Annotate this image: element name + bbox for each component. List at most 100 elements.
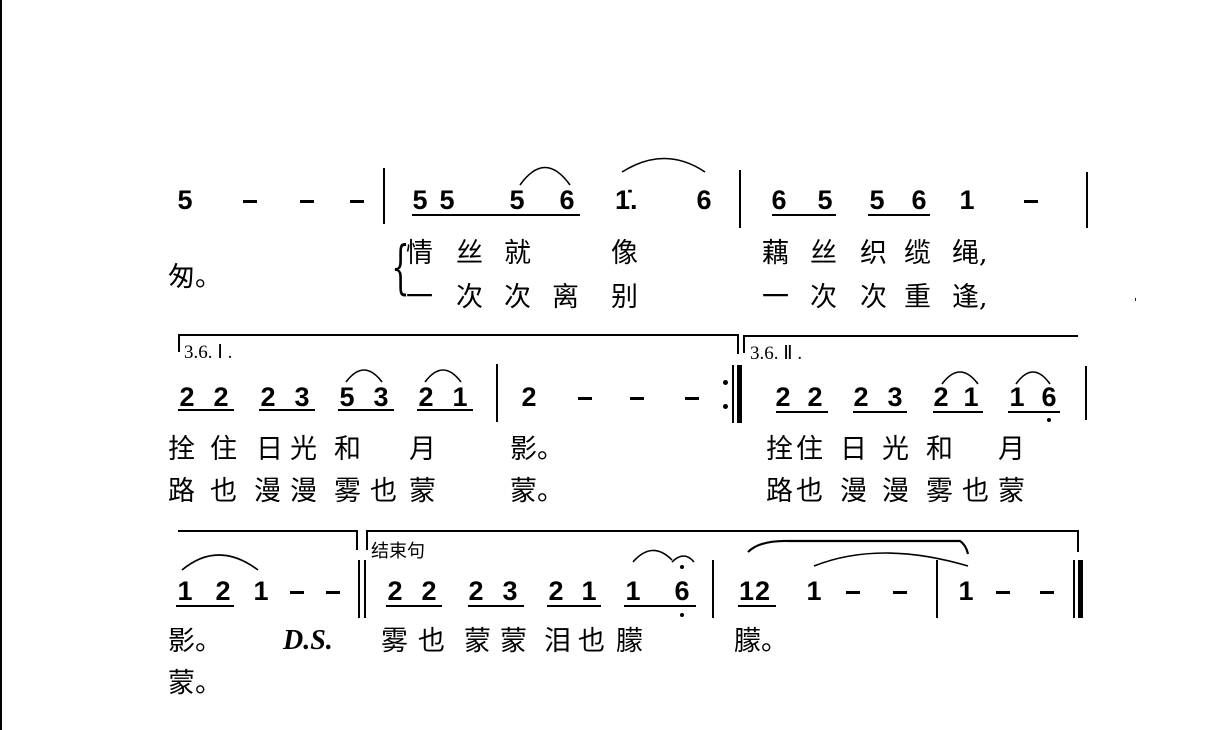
underline [338, 409, 394, 411]
final-barline [1078, 560, 1083, 618]
note: 1 [625, 576, 641, 606]
lyric: 蒙。 [510, 476, 564, 507]
note: 3 [294, 382, 310, 412]
note: 1 [1009, 382, 1025, 412]
note: 1 [581, 576, 597, 606]
repeat-dot [723, 404, 728, 409]
note: 1 [959, 185, 975, 215]
underline [853, 411, 907, 413]
underline [176, 605, 234, 607]
double-barline [358, 560, 360, 618]
lyric: 一 [762, 282, 789, 313]
barline [936, 560, 938, 618]
lyric: 影。 [168, 626, 222, 657]
lyric: 影。 [510, 434, 564, 465]
dash [300, 200, 314, 203]
note: 3 [887, 382, 903, 412]
lyric: 日 [840, 434, 867, 465]
lyric: 住 [796, 434, 823, 465]
slur [519, 166, 571, 186]
dash [1040, 591, 1054, 594]
note: 2 [775, 382, 791, 412]
note: 6 [559, 185, 575, 215]
slur [632, 549, 673, 563]
lyric: 日 [256, 434, 283, 465]
lyric: 雾 [381, 626, 408, 657]
lyric: 漫 [882, 476, 909, 507]
lyric: 一 [406, 282, 433, 313]
underline [624, 605, 696, 607]
lyric: 朦。 [734, 626, 788, 657]
underline [547, 605, 601, 607]
underline [468, 605, 524, 607]
repeat-barline [732, 365, 734, 423]
underline [386, 605, 442, 607]
barline [1086, 172, 1088, 228]
ending-bracket [366, 530, 1078, 532]
lyric: 蒙 [464, 626, 491, 657]
lyric: 也 [370, 476, 397, 507]
volta-bracket [743, 335, 1078, 337]
note: 2 [468, 576, 484, 606]
slur [621, 157, 706, 173]
underline [772, 214, 836, 216]
note: 3 [502, 576, 518, 606]
note: 2 [521, 382, 537, 412]
note: 6 [674, 576, 690, 606]
note: 1 [177, 576, 193, 606]
lyric: 次 [456, 282, 483, 313]
barline [712, 560, 714, 618]
lyric: 漫 [840, 476, 867, 507]
note: 1 [806, 576, 822, 606]
lyric: 也 [210, 476, 237, 507]
note: 1 [253, 576, 269, 606]
lyric: 漫 [254, 476, 281, 507]
note: 6 [696, 185, 712, 215]
volta-bracket [178, 334, 180, 352]
lyric: 缆 [904, 238, 931, 269]
slur [424, 369, 462, 383]
bracket-line [178, 530, 358, 532]
lyric: 和 [926, 434, 953, 465]
slur [671, 555, 695, 563]
lyric: 雾 [926, 476, 953, 507]
note: 2 [213, 382, 229, 412]
lyric: 匆。 [168, 262, 222, 293]
volta-bracket [743, 335, 745, 353]
lyric: 光 [290, 434, 317, 465]
lyric: 织 [860, 238, 887, 269]
note: 5 [177, 185, 193, 215]
lyric: 拴 [168, 434, 195, 465]
note: 12 [736, 576, 774, 606]
lyric: 月 [409, 434, 436, 465]
note: 5 [412, 185, 428, 215]
volta-1-label: 3.6. Ⅰ . [184, 342, 233, 363]
lyric: 丝 [456, 238, 483, 269]
note: 1 [452, 382, 468, 412]
slur [181, 554, 259, 571]
lyric: 蒙 [409, 476, 436, 507]
fermata-dot [680, 565, 684, 569]
lyric: 也 [418, 626, 445, 657]
note: 6 [911, 185, 927, 215]
verse-brace: { [391, 233, 410, 301]
note: 2 [421, 576, 437, 606]
lyric: 雾 [334, 476, 361, 507]
dash [243, 200, 257, 203]
ending-label: 结束句 [371, 541, 425, 562]
bracket-line [356, 530, 358, 550]
lyric: 拴 [766, 434, 793, 465]
repeat-dot [723, 380, 728, 385]
underline [1008, 411, 1060, 413]
lyric: 蒙。 [168, 668, 222, 699]
note: 5 [817, 185, 833, 215]
lyric: 泪 [544, 626, 571, 657]
note: 2 [179, 382, 195, 412]
lyric: 次 [810, 282, 837, 313]
page-left-border [0, 0, 2, 730]
lyric: 情 [406, 238, 433, 269]
lyric: 也 [796, 476, 823, 507]
double-barline [364, 560, 366, 618]
lyric: 和 [334, 434, 361, 465]
